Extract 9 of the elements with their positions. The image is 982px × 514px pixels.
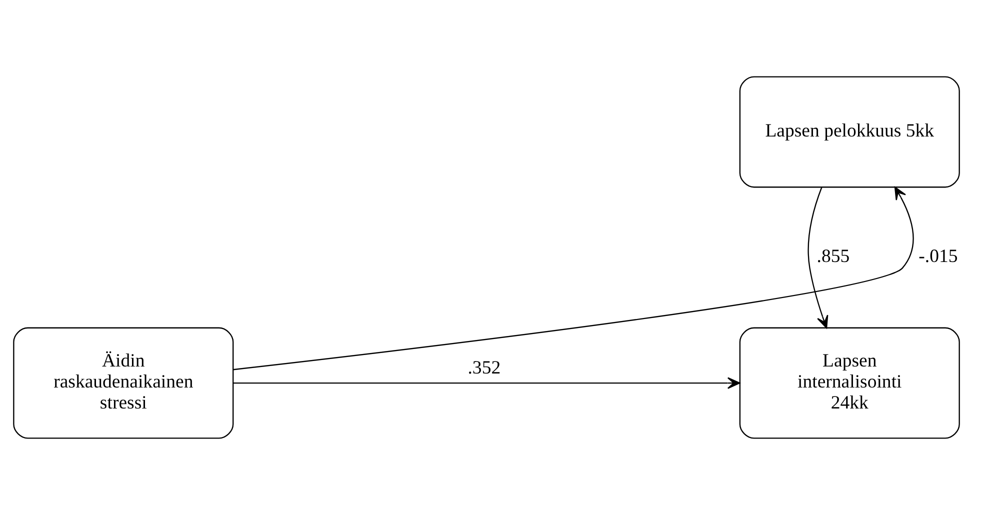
arrow bbox=[232, 186, 914, 370]
edge-label: .352 bbox=[467, 356, 500, 378]
edge-label: .855 bbox=[816, 245, 850, 266]
node-box: Lapsen internalisointi 24kk bbox=[738, 326, 960, 438]
node-box: Lapsen pelokkuus 5kk bbox=[738, 76, 960, 188]
arrow bbox=[807, 186, 828, 328]
arrow bbox=[232, 376, 740, 388]
edge-label: -.015 bbox=[918, 245, 958, 266]
node-box: Äidin raskaudenaikainen stressi bbox=[12, 326, 234, 438]
